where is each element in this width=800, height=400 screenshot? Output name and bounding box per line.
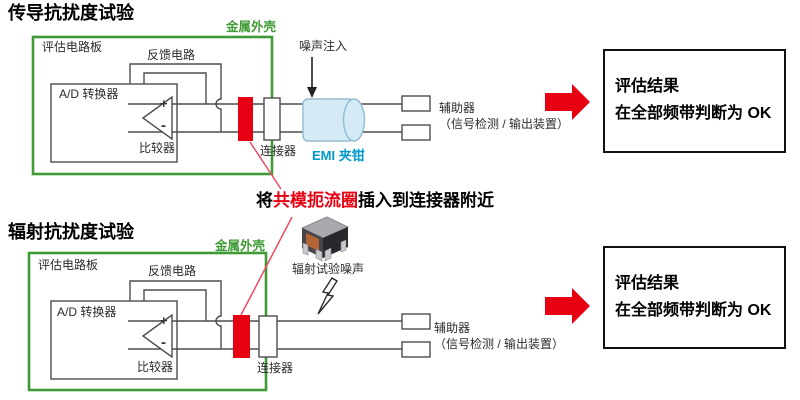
- eval-board-label: 评估电路板: [38, 258, 99, 272]
- feedback-circuit-label: 反馈电路: [147, 48, 196, 62]
- note-suffix: 插入到连接器附近: [358, 191, 494, 210]
- emi-clamp-label: EMI 夹钳: [312, 148, 365, 163]
- connector-label: 连接器: [260, 144, 297, 158]
- comparator-plus: +: [160, 313, 168, 328]
- result-line2: 在全部频带判断为 OK: [615, 302, 772, 319]
- aux-device-box-1: [401, 313, 431, 330]
- feedback-loop-inner: [143, 72, 207, 104]
- aux-device-label: 辅助器: [434, 321, 471, 335]
- comparator-label: 比较器: [137, 360, 174, 374]
- choke-insertion-note: 将共模扼流圈插入到连接器附近: [256, 190, 494, 212]
- adc-label: A/D 转换器: [57, 305, 117, 319]
- connector-block: [263, 97, 281, 141]
- aux-device-sublabel: （信号检测 / 输出装置）: [439, 117, 570, 131]
- conducted-diagram: [31, 35, 590, 190]
- note-prefix: 将: [256, 191, 273, 210]
- aux-device-sublabel: （信号检测 / 输出装置）: [434, 337, 565, 351]
- common-mode-choke-block: [238, 97, 253, 141]
- radiated-title: 辐射抗扰度试验: [8, 222, 134, 242]
- feedback-circuit-label: 反馈电路: [148, 264, 197, 278]
- aux-device-label: 辅助器: [439, 101, 476, 115]
- metal-enclosure-label: 金属外壳: [225, 20, 276, 34]
- metal-enclosure-label: 金属外壳: [214, 239, 265, 253]
- radiated-diagram: [27, 216, 590, 392]
- lightning-noise-icon: [317, 277, 338, 315]
- comparator-label: 比较器: [139, 141, 176, 155]
- comparator-plus: +: [160, 96, 168, 111]
- eval-board-label: 评估电路板: [42, 40, 103, 54]
- feedback-loop-outer: [129, 280, 222, 349]
- emi-clamp-cylinder: [302, 98, 366, 142]
- common-mode-choke-block: [233, 315, 250, 358]
- noise-injection-arrow-icon: [307, 57, 317, 98]
- choke-component-image: [301, 216, 349, 262]
- result-line1: 评估结果: [615, 275, 680, 292]
- connector-block: [258, 315, 278, 358]
- result-line1: 评估结果: [615, 78, 680, 95]
- right-arrow-icon: [545, 288, 590, 324]
- comparator-minus: -: [161, 334, 166, 351]
- result-box-radiated: 评估结果 在全部频带判断为 OK: [603, 246, 786, 349]
- result-box-conducted: 评估结果 在全部频带判断为 OK: [603, 49, 786, 153]
- adc-label: A/D 转换器: [59, 87, 119, 101]
- feedback-loop-outer: [129, 63, 222, 132]
- connector-label: 连接器: [257, 361, 294, 375]
- comparator-triangle: [141, 313, 173, 359]
- aux-device-box-1: [401, 95, 431, 112]
- note-highlight: 共模扼流圈: [273, 191, 358, 210]
- comparator-triangle: [141, 95, 173, 141]
- radiated-noise-label: 辐射试验噪声: [292, 262, 365, 276]
- comparator-minus: -: [161, 117, 166, 134]
- aux-device-box-2: [401, 124, 431, 141]
- choke-leader-line: [240, 216, 293, 316]
- conducted-title: 传导抗扰度试验: [8, 3, 134, 23]
- result-line2: 在全部频带判断为 OK: [615, 105, 772, 122]
- aux-device-box-2: [401, 341, 431, 358]
- feedback-loop-inner: [143, 289, 207, 321]
- noise-injection-label: 噪声注入: [299, 39, 348, 53]
- right-arrow-icon: [545, 84, 590, 120]
- choke-leader-line: [249, 141, 282, 190]
